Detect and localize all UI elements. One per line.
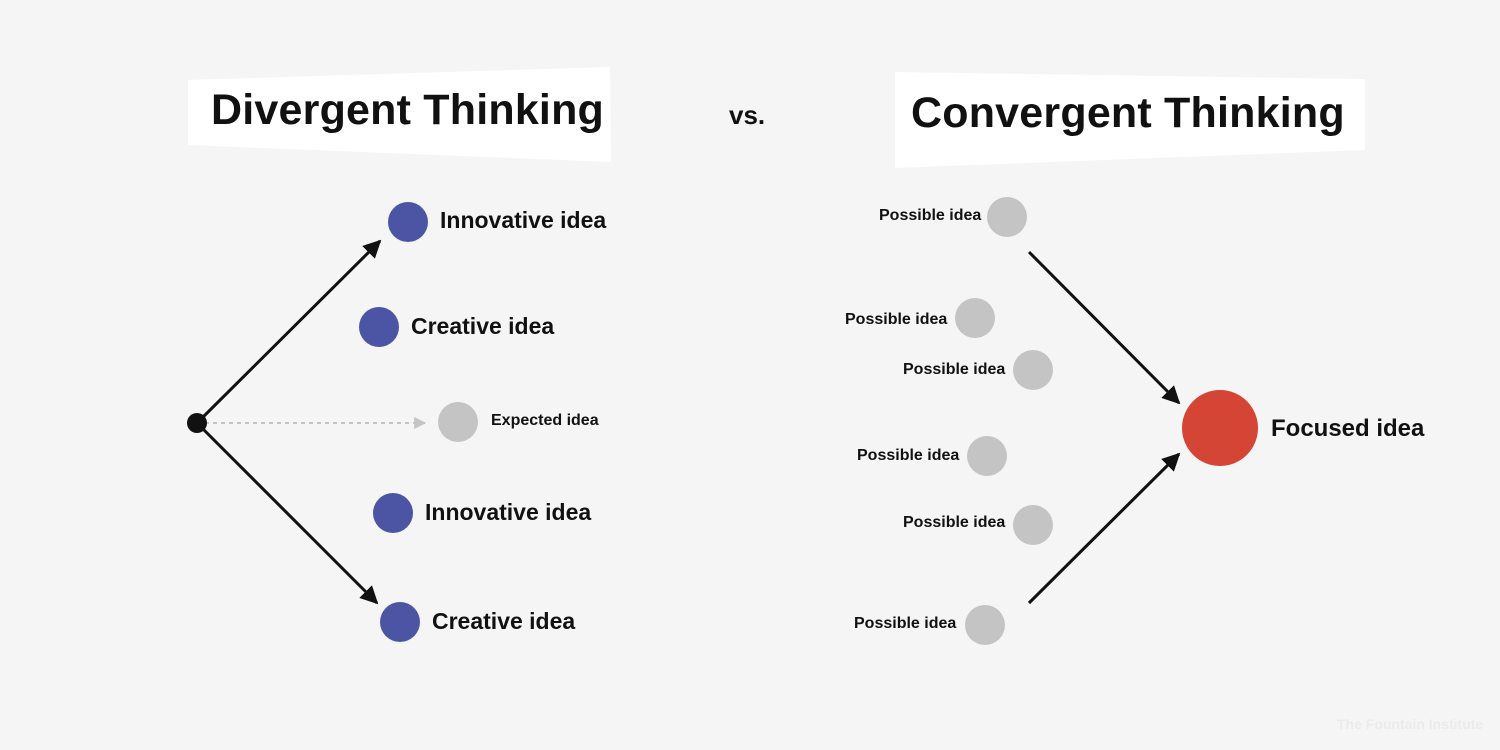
possible-node-1: [987, 197, 1027, 237]
divergent-arrow-down: [195, 421, 379, 605]
possible-node-6: [965, 605, 1005, 645]
idea-label-creative-1: Creative idea: [411, 313, 555, 339]
idea-node-innovative-1: [388, 202, 428, 242]
possible-label-4: Possible idea: [857, 447, 960, 464]
possible-node-2: [955, 298, 995, 338]
convergent-title: Convergent Thinking: [911, 89, 1345, 137]
convergent-title-card: [895, 72, 1365, 168]
convergent-arrow-top: [1027, 250, 1181, 405]
focused-idea-node: [1182, 390, 1258, 466]
possible-label-1: Possible idea: [879, 207, 982, 224]
idea-label-innovative-1: Innovative idea: [440, 207, 607, 233]
possible-label-5: Possible idea: [903, 514, 1006, 531]
idea-label-innovative-2: Innovative idea: [425, 499, 592, 525]
focused-idea-label: Focused idea: [1271, 415, 1425, 442]
idea-node-creative-1: [359, 307, 399, 347]
possible-node-5: [1013, 505, 1053, 545]
idea-label-expected: Expected idea: [491, 412, 599, 429]
possible-node-3: [1013, 350, 1053, 390]
idea-node-creative-2: [380, 602, 420, 642]
possible-label-6: Possible idea: [854, 615, 957, 632]
divergent-title: Divergent Thinking: [211, 86, 605, 134]
possible-label-2: Possible idea: [845, 311, 948, 328]
possible-node-4: [967, 436, 1007, 476]
divergent-origin-dot: [187, 413, 207, 433]
idea-label-creative-2: Creative idea: [432, 608, 576, 634]
idea-node-innovative-2: [373, 493, 413, 533]
vs-label: vs.: [729, 100, 766, 130]
watermark: The Fountain Institute: [1337, 716, 1484, 732]
convergent-arrow-bottom: [1027, 452, 1181, 605]
possible-label-3: Possible idea: [903, 361, 1006, 378]
divergent-arrow-up: [195, 239, 382, 425]
idea-node-expected: [438, 402, 478, 442]
divergent-title-card: [188, 67, 611, 162]
